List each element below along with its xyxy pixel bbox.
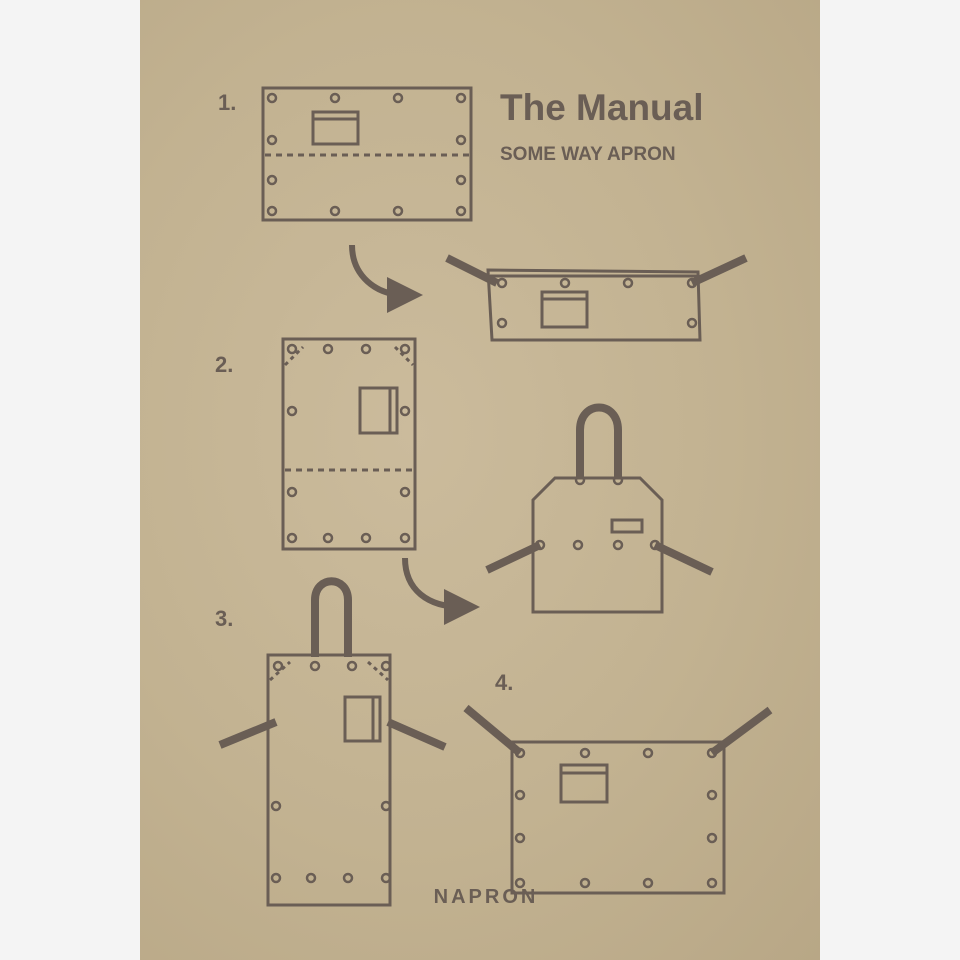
arrow-icon <box>349 244 423 313</box>
step-1-label: 1. <box>218 90 236 115</box>
paper-sheet <box>140 0 820 960</box>
step-3-apron-diagram <box>218 577 447 907</box>
pocket-icon <box>311 110 360 146</box>
step-4-apron-diagram <box>463 704 773 895</box>
arrow-icon <box>402 557 480 625</box>
step-3-label: 3. <box>215 606 233 631</box>
step-2-label: 2. <box>215 352 233 377</box>
folded-apron-diagram <box>445 254 748 342</box>
step-1-apron-diagram <box>261 86 473 222</box>
manual-title: The Manual <box>500 87 704 128</box>
brand-name: NAPRON <box>434 886 539 908</box>
step-2-apron-diagram <box>281 337 417 551</box>
manual-subtitle: SOME WAY APRON <box>500 144 676 165</box>
step-4-label: 4. <box>495 670 513 695</box>
bib-apron-diagram <box>485 403 714 614</box>
